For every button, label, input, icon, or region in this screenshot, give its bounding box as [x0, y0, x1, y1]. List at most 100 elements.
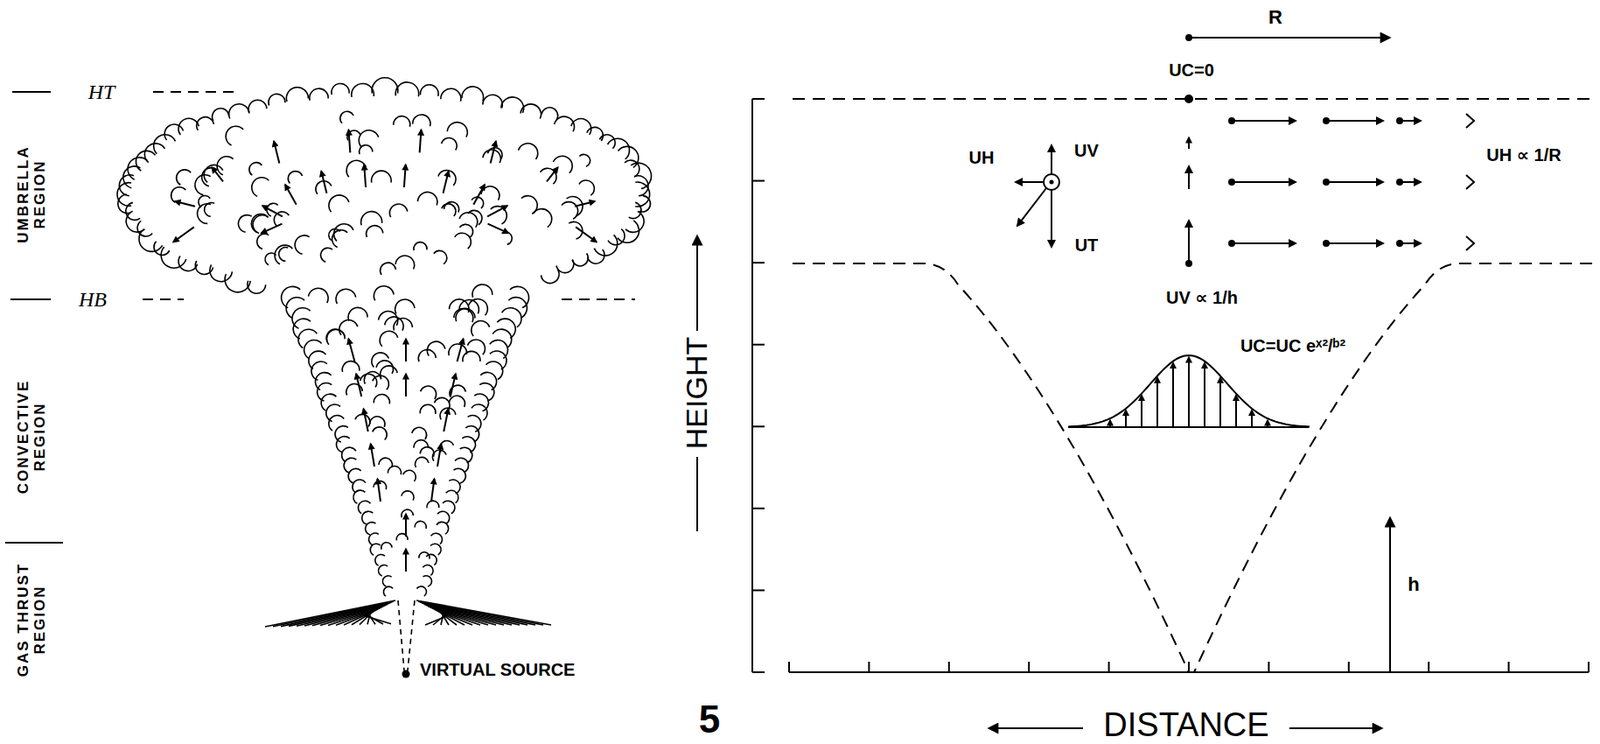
cloud-puff — [139, 229, 163, 252]
cloud-puff — [376, 360, 393, 374]
cloud-puff — [317, 383, 333, 401]
cloud-puff — [541, 107, 559, 120]
axis-line — [696, 456, 699, 532]
flow-arrow — [261, 223, 283, 234]
cloud-puff — [387, 466, 401, 476]
cloud-puff — [426, 553, 437, 565]
cloud-puff — [144, 143, 165, 163]
flow-arrow — [1231, 181, 1296, 183]
cloud-puff — [455, 307, 476, 322]
axis-tick — [1348, 661, 1350, 672]
region-name: UMBRELLA REGION — [15, 126, 49, 262]
cloud-puff — [459, 212, 478, 228]
cloud-puff — [412, 114, 431, 126]
cloud-puff — [461, 436, 476, 453]
cone-hatch — [425, 615, 448, 625]
cloud-puff — [472, 284, 493, 298]
flow-arrow — [473, 184, 485, 205]
velocity-arrow — [1109, 419, 1111, 427]
cloud-puff — [287, 171, 302, 184]
cloud-puff — [342, 361, 360, 372]
flow-arrow — [1231, 242, 1296, 245]
velocity-arrow — [1219, 377, 1222, 427]
axis-ticks — [752, 98, 1589, 672]
cloud-puff — [332, 230, 349, 248]
cloud-puff — [335, 288, 357, 304]
velocity-arrow — [1203, 363, 1206, 427]
cloud-puff — [355, 413, 371, 427]
flow-chevron — [1466, 113, 1475, 128]
cloud-puff — [251, 177, 270, 197]
cloud-puff — [371, 77, 399, 94]
cloud-puff — [335, 426, 349, 442]
flow-dot — [1228, 178, 1236, 186]
cloud-puff — [426, 341, 445, 356]
level-tick — [10, 298, 51, 301]
cloud-puff — [419, 404, 436, 414]
cloud-puff — [468, 209, 483, 224]
region-name: GAS THRUST REGION — [15, 551, 49, 687]
cloud-puff — [209, 265, 233, 282]
velocity-origin — [1043, 174, 1060, 190]
flow-arrow — [1326, 119, 1384, 122]
cone-hatch — [312, 606, 385, 626]
level-line — [142, 298, 184, 301]
axis-tick — [1108, 661, 1111, 672]
cloud-puff — [593, 234, 618, 256]
cloud-puff — [412, 426, 427, 440]
cloud-puff — [298, 328, 317, 348]
cloud-puff — [292, 307, 311, 329]
cone-hatch — [320, 607, 383, 626]
cloud-puff — [326, 404, 341, 421]
axis-tick — [752, 507, 765, 510]
source-label: VIRTUAL SOURCE — [418, 659, 577, 679]
cloud-puff — [501, 97, 525, 113]
cloud-puff — [351, 83, 375, 97]
cloud-puff — [587, 249, 605, 264]
velocity-arrow — [1140, 395, 1143, 427]
horizontal-flow — [1228, 117, 1421, 247]
axis-symbol: h — [1405, 573, 1421, 595]
cloud-puff — [373, 481, 387, 490]
cloud-puff — [441, 203, 456, 217]
axis-tick — [1427, 661, 1430, 672]
cone-hatch — [265, 600, 396, 627]
flow-dot — [1322, 117, 1330, 125]
cloud-puff — [304, 340, 322, 360]
cloud-puff — [375, 553, 385, 566]
cloud-puff — [373, 286, 394, 301]
flow-arrow — [1231, 119, 1296, 122]
cloud-puff — [125, 210, 145, 232]
flow-dot — [1396, 239, 1404, 247]
cloud-puff — [373, 394, 390, 405]
cloud-puff — [370, 416, 385, 427]
cloud-puff — [468, 414, 482, 432]
velocity-arrow — [1050, 145, 1053, 175]
axis-tick — [752, 588, 765, 591]
axis-arrow — [1289, 726, 1382, 729]
cone-hatch — [432, 607, 489, 625]
flow-arrow — [405, 338, 407, 362]
cloud-puff — [454, 232, 472, 249]
cloud-puff — [419, 447, 434, 457]
cloud-puff — [198, 195, 210, 208]
velocity-arrow — [1017, 188, 1047, 226]
flow-arrow — [273, 140, 280, 163]
cloud-puff — [471, 321, 490, 336]
velocity-origin-dot — [1049, 180, 1055, 185]
cloud-puff — [447, 122, 468, 138]
cloud-puff — [579, 180, 594, 196]
flow-arrow — [405, 548, 407, 572]
flow-arrow — [370, 443, 375, 467]
cloud-puff — [384, 316, 404, 331]
cloud-puff — [566, 195, 583, 216]
cloud-puff — [326, 328, 345, 342]
flow-arrow — [488, 223, 510, 234]
cloud-puff — [389, 203, 407, 217]
axis-tick — [788, 661, 790, 672]
cloud-puff — [164, 124, 183, 140]
axis-title: HEIGHT — [680, 335, 713, 451]
axis-tick — [1267, 661, 1270, 672]
flow-arrow — [546, 167, 559, 182]
cone-hatch — [419, 601, 536, 625]
